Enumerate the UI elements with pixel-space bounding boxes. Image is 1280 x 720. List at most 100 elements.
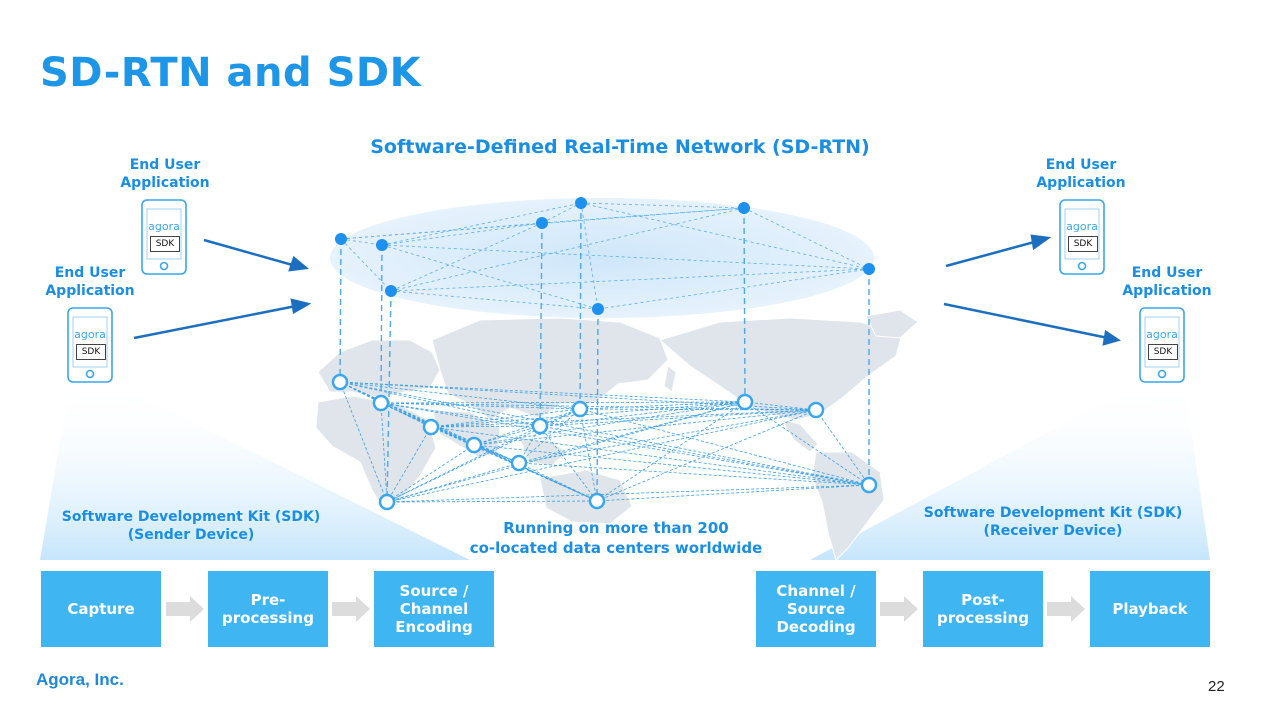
network-link	[539, 425, 870, 486]
network-link	[386, 290, 392, 503]
agora-logo: agora	[1066, 220, 1098, 233]
network-link	[340, 207, 745, 240]
capture-box: Capture	[41, 571, 161, 647]
network-link	[539, 425, 598, 502]
network-link	[390, 268, 870, 292]
network-link	[430, 408, 581, 428]
network-link	[380, 402, 388, 503]
network-link	[339, 381, 746, 403]
preprocessing-box: Pre- processing	[208, 571, 328, 647]
network-link	[743, 207, 870, 270]
datacenter-node	[465, 436, 483, 454]
phone-bottom-left	[67, 307, 113, 383]
network-link	[579, 408, 598, 502]
network-link	[518, 408, 581, 464]
sdk-badge: SDK	[150, 236, 180, 252]
network-link	[518, 462, 870, 486]
network-link	[473, 408, 581, 446]
end-user-label-top-right: End User Application	[1036, 157, 1126, 191]
network-link	[386, 484, 870, 503]
network-link	[339, 381, 388, 503]
network-node	[863, 263, 875, 275]
sdk-sender-label: Software Development Kit (SDK) (Sender D…	[61, 509, 321, 543]
network-link	[380, 402, 581, 410]
phone-top-right	[1059, 199, 1105, 275]
end-user-label-bottom-right: End User Application	[1122, 265, 1212, 299]
network-node	[376, 239, 388, 251]
network-link	[539, 401, 746, 427]
network-link	[473, 401, 746, 446]
network-link	[381, 222, 543, 246]
page-title: SD-RTN and SDK	[40, 50, 422, 96]
datacenter-node	[331, 373, 349, 391]
agora-logo: agora	[74, 328, 106, 341]
network-link	[430, 425, 541, 428]
network-link	[539, 409, 817, 427]
network-link	[579, 401, 746, 410]
network-link	[744, 401, 817, 411]
sdk-receiver-label: Software Development Kit (SDK) (Receiver…	[923, 505, 1183, 539]
receiver-beam	[810, 382, 1210, 560]
network-link	[541, 202, 582, 224]
datacenter-label: Running on more than 200 co-located data…	[469, 519, 763, 557]
datacenter-node	[588, 492, 606, 510]
sdk-badge: SDK	[76, 344, 106, 360]
network-link	[580, 202, 870, 270]
network-link	[815, 409, 870, 486]
network-link	[539, 222, 543, 427]
network-link	[339, 238, 342, 383]
network-link	[518, 409, 817, 464]
datacenter-node	[736, 393, 754, 411]
decoding-box: Channel / Source Decoding	[756, 571, 876, 647]
network-link	[579, 408, 817, 411]
network-link	[386, 426, 432, 503]
datacenter-node	[422, 418, 440, 436]
network-link	[518, 401, 746, 464]
network-link	[339, 381, 541, 427]
playback-box: Playback	[1090, 571, 1210, 647]
network-node	[738, 202, 750, 214]
datacenter-node	[372, 394, 390, 412]
datacenter-node	[571, 400, 589, 418]
network-link	[579, 202, 582, 410]
datacenter-node	[807, 401, 825, 419]
network-node	[385, 285, 397, 297]
network-link	[473, 444, 870, 486]
phone-top-left	[141, 199, 187, 275]
network-link	[386, 444, 475, 503]
network-link	[386, 462, 520, 503]
phone-home-button	[1157, 369, 1167, 379]
network-link	[541, 207, 745, 224]
network-ellipse	[330, 198, 874, 318]
network-link	[340, 238, 383, 246]
phone-home-button	[1077, 261, 1087, 271]
network-node	[575, 197, 587, 209]
agora-logo: agora	[1146, 328, 1178, 341]
network-link	[380, 244, 383, 404]
datacenter-node	[531, 417, 549, 435]
company-name: Agora, Inc.	[36, 670, 124, 689]
network-node	[335, 233, 347, 245]
datacenter-node	[378, 493, 396, 511]
network-link	[380, 402, 432, 428]
phone-home-button	[159, 261, 169, 271]
datacenter-node	[860, 476, 878, 494]
phone-home-button	[85, 369, 95, 379]
network-link	[473, 425, 541, 446]
network-link	[380, 402, 541, 427]
page-number: 22	[1208, 678, 1225, 695]
sdk-badge: SDK	[1068, 236, 1098, 252]
sdk-badge: SDK	[1148, 344, 1178, 360]
network-link	[473, 409, 817, 446]
network-link	[386, 401, 746, 503]
network-link	[340, 238, 392, 292]
network-link	[596, 484, 870, 502]
end-user-label-top-left: End User Application	[120, 157, 210, 191]
network-link	[596, 409, 817, 502]
network-link	[386, 409, 817, 503]
network-link	[430, 409, 817, 428]
network-node	[536, 217, 548, 229]
network-node	[592, 303, 604, 315]
datacenter-node	[510, 454, 528, 472]
